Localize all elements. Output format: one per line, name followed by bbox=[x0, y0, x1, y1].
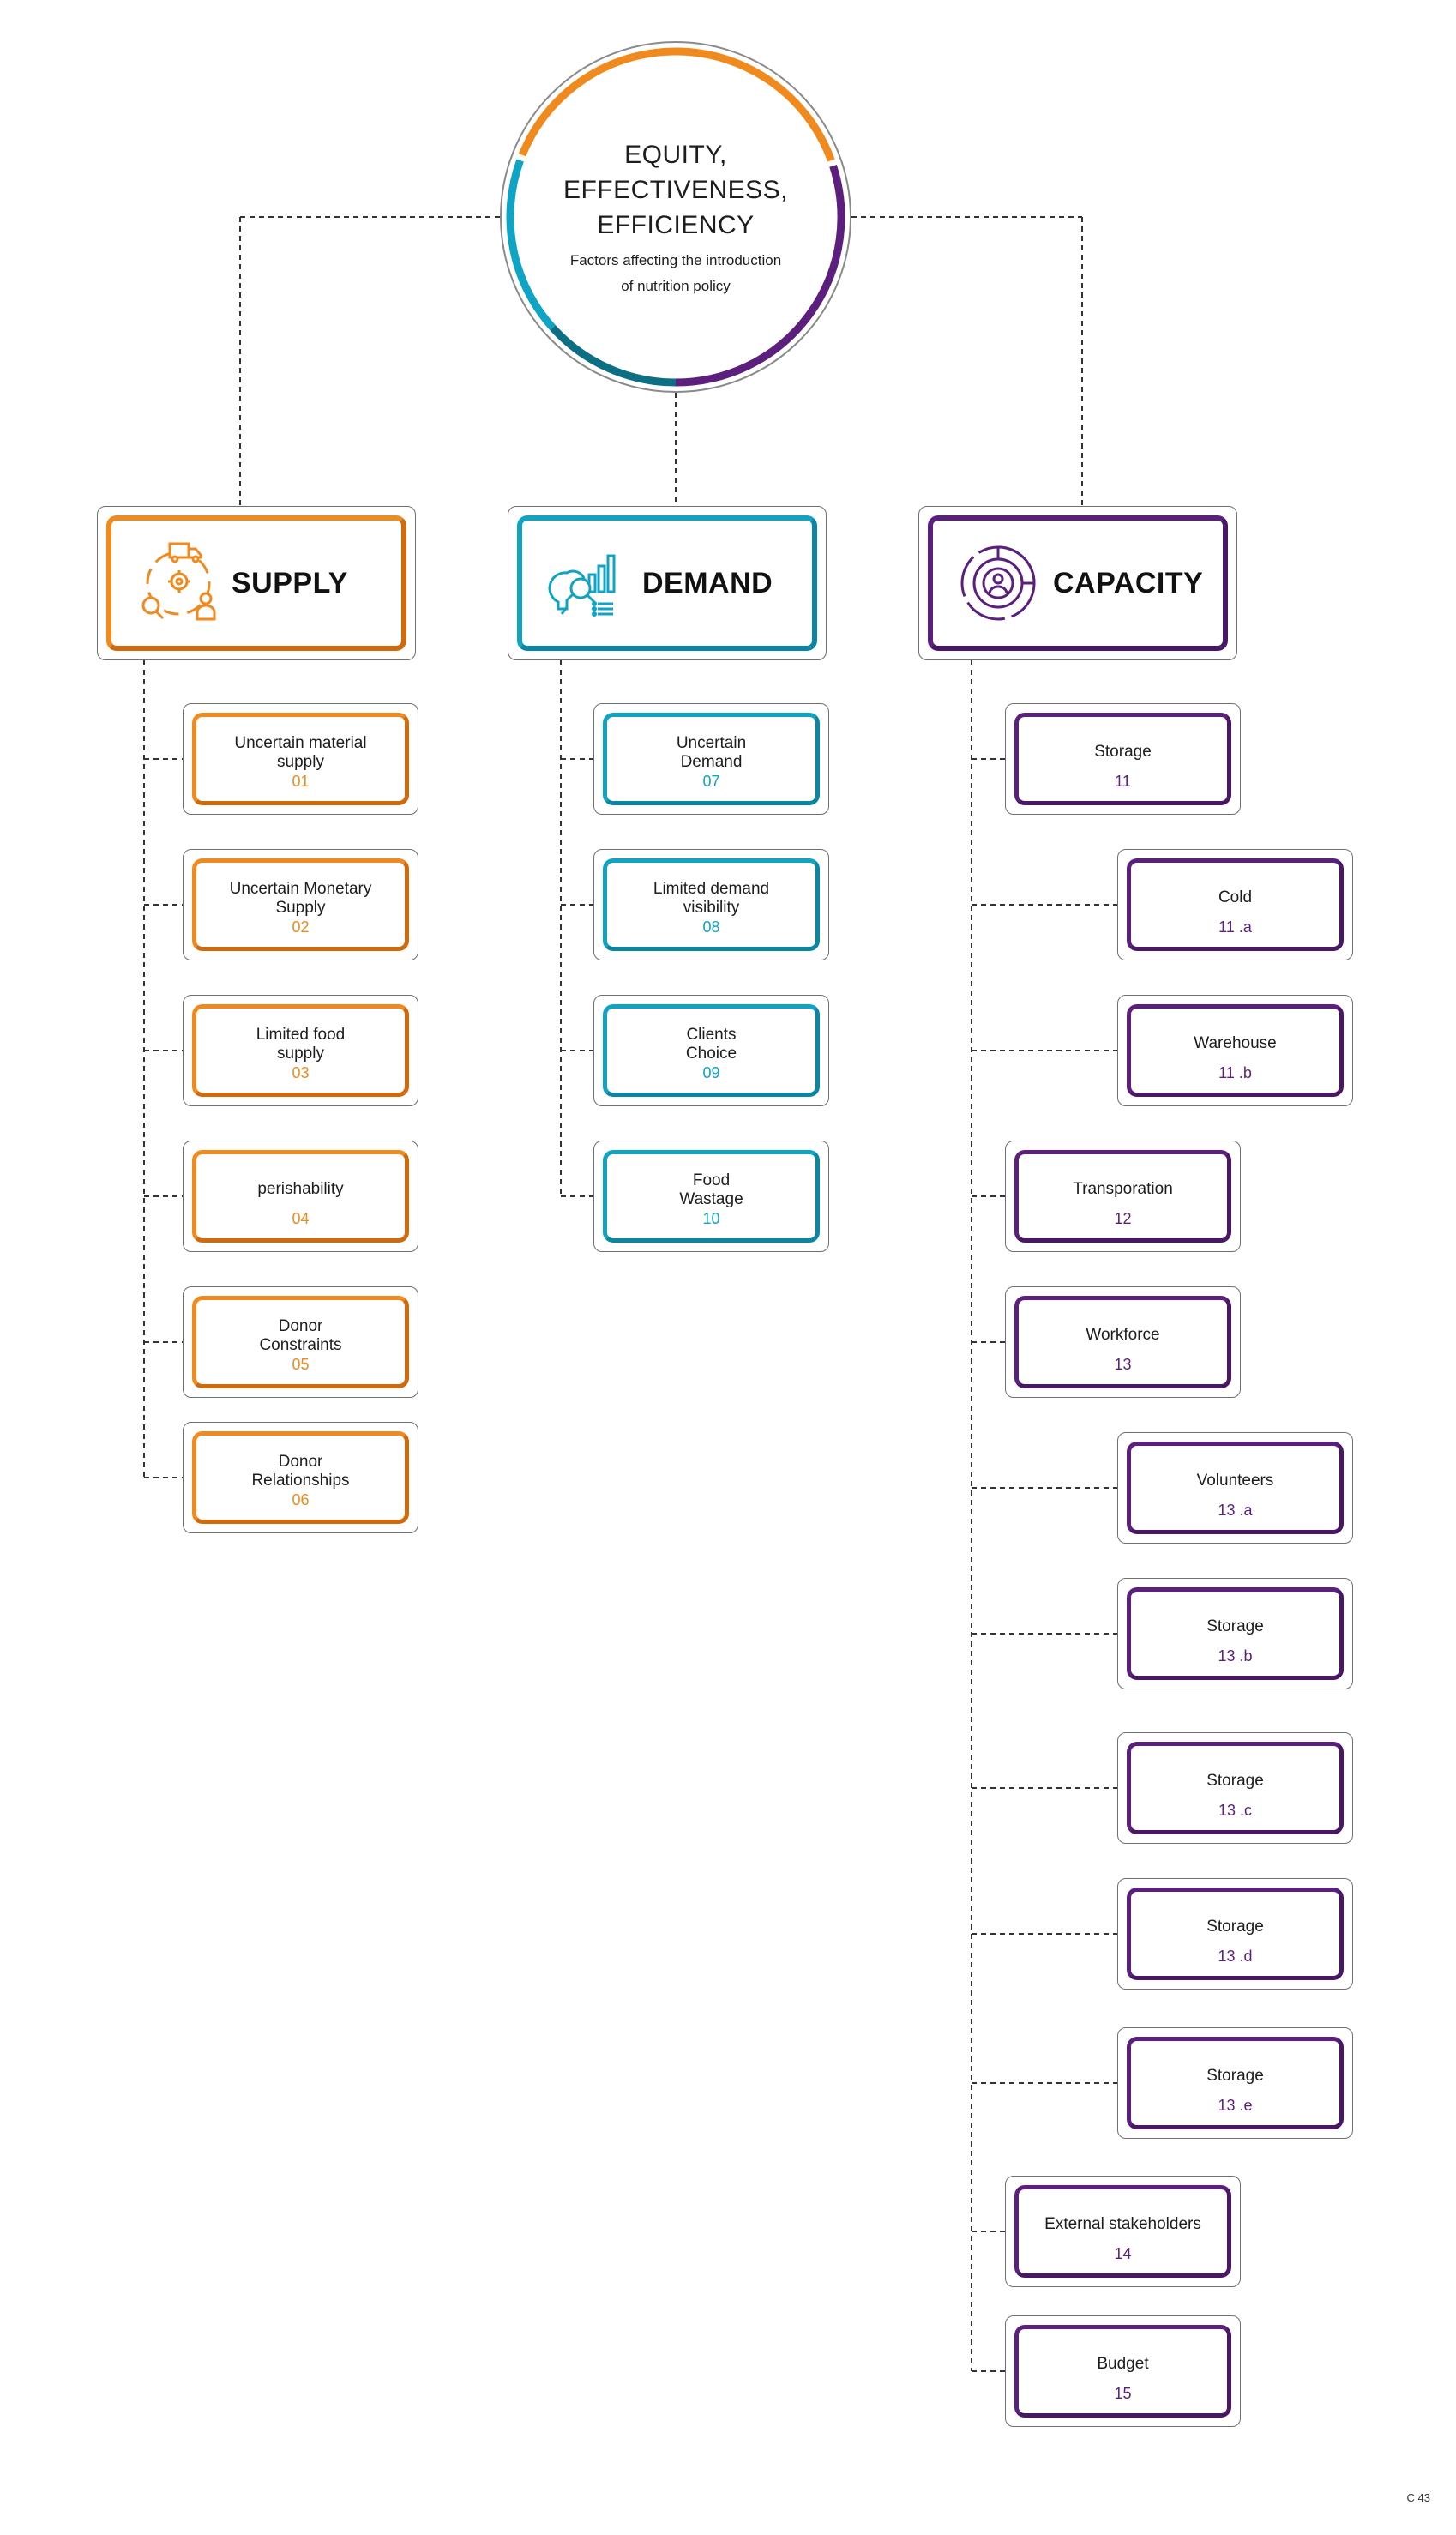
capacity-target-user-icon bbox=[947, 532, 1050, 635]
factor-card-demand: Clients Choice 09 bbox=[593, 995, 829, 1106]
factor-number: 05 bbox=[292, 1356, 310, 1373]
page-code: C 43 bbox=[1406, 2491, 1430, 2504]
factor-number: 13 bbox=[1114, 1356, 1132, 1373]
factor-label: Storage bbox=[1206, 1772, 1264, 1790]
factor-card-supply: Donor Relationships 06 bbox=[183, 1422, 418, 1533]
factor-card-demand: Limited demand visibility 08 bbox=[593, 849, 829, 960]
central-goal-circle: EQUITY, EFFECTIVENESS, EFFICIENCY Factor… bbox=[500, 41, 851, 393]
factor-label: Workforce bbox=[1086, 1326, 1160, 1344]
factor-label: Donor Constraints bbox=[259, 1317, 342, 1354]
factor-card-capacity: Storage 13 .c bbox=[1117, 1732, 1353, 1844]
factor-number: 02 bbox=[292, 918, 310, 936]
factor-label: Cold bbox=[1218, 888, 1253, 906]
factor-card-supply: Uncertain Monetary Supply 02 bbox=[183, 849, 418, 960]
category-label: CAPACITY bbox=[1053, 566, 1204, 599]
factor-label: Storage bbox=[1206, 2067, 1264, 2085]
factor-card-capacity: Transporation 12 bbox=[1005, 1141, 1241, 1252]
category-label: DEMAND bbox=[642, 566, 773, 599]
factor-label: Uncertain material supply bbox=[234, 734, 367, 771]
factor-card-supply: Uncertain material supply 01 bbox=[183, 703, 418, 815]
factor-number: 08 bbox=[702, 918, 720, 936]
factor-label: Donor Relationships bbox=[251, 1453, 350, 1490]
factor-card-capacity: Storage 13 .e bbox=[1117, 2027, 1353, 2139]
factor-label: Limited demand visibility bbox=[653, 880, 770, 917]
factor-label: perishability bbox=[257, 1180, 344, 1198]
factor-number: 11 .b bbox=[1218, 1064, 1252, 1081]
category-header-demand: DEMAND bbox=[508, 506, 827, 660]
category-header-supply: SUPPLY bbox=[97, 506, 416, 660]
factor-card-capacity: Volunteers 13 .a bbox=[1117, 1432, 1353, 1544]
factor-label: Transporation bbox=[1073, 1180, 1173, 1198]
factor-number: 01 bbox=[292, 773, 310, 790]
factor-card-capacity: Warehouse 11 .b bbox=[1117, 995, 1353, 1106]
factor-number: 15 bbox=[1114, 2385, 1132, 2402]
factor-label: Limited food supply bbox=[256, 1026, 346, 1063]
factor-card-demand: Food Wastage 10 bbox=[593, 1141, 829, 1252]
factor-label: Storage bbox=[1206, 1918, 1264, 1936]
factor-label: Storage bbox=[1094, 743, 1152, 761]
factor-card-supply: Limited food supply 03 bbox=[183, 995, 418, 1106]
factor-label: Food Wastage bbox=[679, 1171, 743, 1208]
factor-number: 11 bbox=[1115, 773, 1131, 790]
factor-number: 12 bbox=[1114, 1210, 1132, 1227]
factor-card-capacity: External stakeholders 14 bbox=[1005, 2176, 1241, 2287]
factor-label: Volunteers bbox=[1196, 1472, 1274, 1490]
factor-label: Clients Choice bbox=[685, 1026, 737, 1063]
category-label: SUPPLY bbox=[232, 566, 348, 599]
factor-number: 03 bbox=[292, 1064, 310, 1081]
goal-ring-arc bbox=[506, 47, 845, 387]
factor-card-capacity: Workforce 13 bbox=[1005, 1286, 1241, 1398]
factor-number: 11 .a bbox=[1218, 918, 1252, 936]
factor-label: Storage bbox=[1206, 1617, 1264, 1635]
factor-card-capacity: Storage 13 .b bbox=[1117, 1578, 1353, 1689]
category-header-capacity: CAPACITY bbox=[918, 506, 1237, 660]
goal-title: EQUITY, EFFECTIVENESS, EFFICIENCY bbox=[563, 141, 789, 239]
factor-label: External stakeholders bbox=[1044, 2215, 1201, 2233]
supply-logistics-icon bbox=[125, 532, 228, 635]
factor-card-capacity: Budget 15 bbox=[1005, 2315, 1241, 2427]
factor-number: 13 .c bbox=[1218, 1802, 1253, 1819]
factor-label: Warehouse bbox=[1194, 1034, 1277, 1052]
factor-card-capacity: Storage 13 .d bbox=[1117, 1878, 1353, 1990]
factor-number: 13 .a bbox=[1218, 1502, 1253, 1519]
factor-label: Uncertain Monetary Supply bbox=[229, 880, 372, 917]
factor-number: 09 bbox=[702, 1064, 720, 1081]
factor-number: 04 bbox=[292, 1210, 310, 1227]
factor-number: 07 bbox=[702, 773, 720, 790]
factor-number: 13 .e bbox=[1218, 2097, 1253, 2114]
factor-card-supply: perishability 04 bbox=[183, 1141, 418, 1252]
goal-subtitle: Factors affecting the introduction of nu… bbox=[569, 252, 782, 294]
factor-label: Uncertain Demand bbox=[676, 734, 747, 771]
factor-label: Budget bbox=[1097, 2355, 1149, 2373]
factor-number: 13 .d bbox=[1218, 1948, 1253, 1965]
factor-card-supply: Donor Constraints 05 bbox=[183, 1286, 418, 1398]
factor-number: 13 .b bbox=[1218, 1647, 1253, 1665]
demand-analytics-icon bbox=[536, 532, 639, 635]
factor-number: 06 bbox=[292, 1491, 310, 1508]
factor-card-capacity: Cold 11 .a bbox=[1117, 849, 1353, 960]
factor-card-demand: Uncertain Demand 07 bbox=[593, 703, 829, 815]
factor-number: 10 bbox=[702, 1210, 720, 1227]
factor-number: 14 bbox=[1114, 2245, 1132, 2262]
factor-card-capacity: Storage 11 bbox=[1005, 703, 1241, 815]
